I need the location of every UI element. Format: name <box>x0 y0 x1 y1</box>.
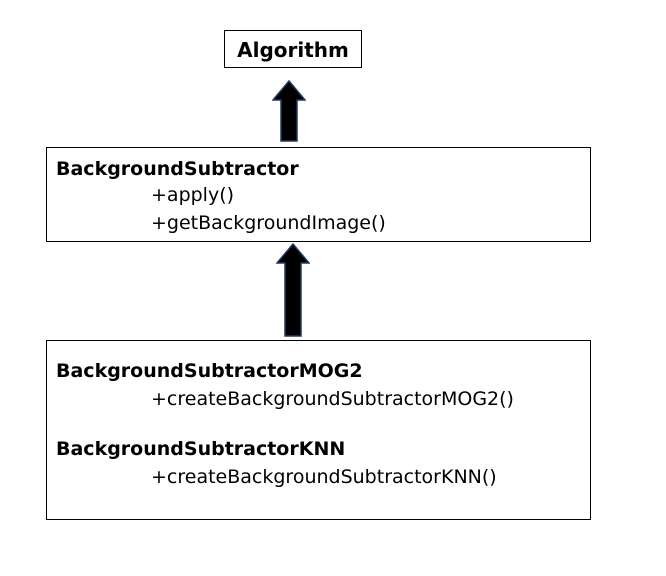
create-knn-method: +createBackgroundSubtractorKNN() <box>151 466 497 488</box>
inheritance-arrow-icon <box>276 243 310 337</box>
inheritance-arrow-icon <box>272 80 306 142</box>
background-subtractor-class-title: BackgroundSubtractor <box>56 158 299 180</box>
mog2-class-title: BackgroundSubtractorMOG2 <box>56 360 363 382</box>
knn-class-title: BackgroundSubtractorKNN <box>56 438 346 460</box>
algorithm-class-box: Algorithm <box>224 30 362 68</box>
apply-method: +apply() <box>151 184 235 206</box>
algorithm-class-title: Algorithm <box>237 38 349 62</box>
create-mog2-method: +createBackgroundSubtractorMOG2() <box>151 388 514 410</box>
get-background-image-method: +getBackgroundImage() <box>151 212 386 234</box>
subtractor-implementations-box: BackgroundSubtractorMOG2 +createBackgrou… <box>46 340 591 520</box>
background-subtractor-class-box: BackgroundSubtractor +apply() +getBackgr… <box>46 147 591 242</box>
